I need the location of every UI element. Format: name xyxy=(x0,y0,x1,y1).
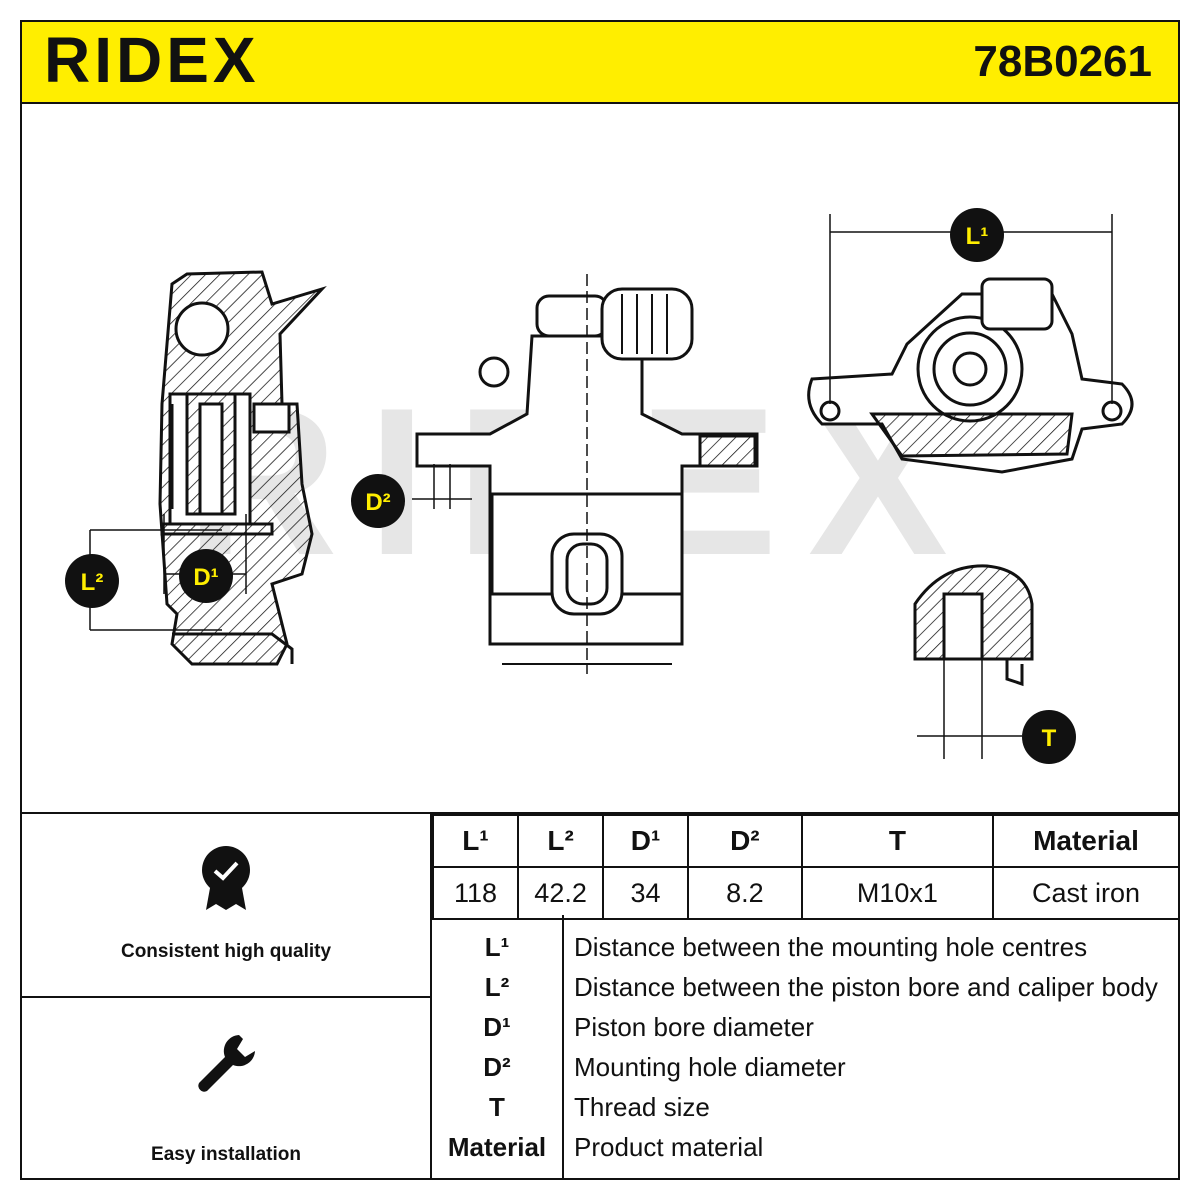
spec-value-cell: Cast iron xyxy=(992,866,1178,920)
legend-desc: Product material xyxy=(574,1132,764,1162)
spec-header-row: L¹ L² D¹ D² T Material xyxy=(432,814,1178,868)
d2-callout-label: D² xyxy=(365,489,390,516)
legend: L¹ Distance between the mounting hole ce… xyxy=(432,915,1178,1178)
l1-callout xyxy=(950,208,1004,262)
spec-value-cell: 8.2 xyxy=(686,866,803,920)
product-sheet: RIDEX 78B0261 RIDEX L² xyxy=(20,20,1180,1180)
front-view xyxy=(415,274,759,674)
spec-table: L¹ L² D¹ D² T Material 118 42.2 34 8.2 M… xyxy=(432,814,1178,920)
wrench-icon xyxy=(198,1035,255,1092)
spec-header-cell: Material xyxy=(992,814,1178,868)
spec-header-cell: L¹ xyxy=(432,814,519,868)
spec-value-cell: M10x1 xyxy=(800,866,995,920)
spec-header-cell: D¹ xyxy=(602,814,689,868)
l1-callout-label: L¹ xyxy=(966,223,989,250)
spec-header-cell: T xyxy=(800,814,995,868)
t-callout xyxy=(1022,710,1076,764)
legend-desc: Mounting hole diameter xyxy=(574,1052,846,1082)
l2-callout-label: L² xyxy=(81,569,104,596)
feature-quality: Consistent high quality xyxy=(22,844,430,963)
legend-row: Material Product material xyxy=(432,1127,1178,1167)
legend-key: T xyxy=(489,1092,505,1122)
legend-key: L¹ xyxy=(484,932,510,962)
spec-header-cell: L² xyxy=(516,814,605,868)
legend-key: D² xyxy=(483,1052,511,1082)
feature-installation: Easy installation xyxy=(22,1029,430,1166)
d2-dimension xyxy=(412,464,472,509)
spec-value-cell: 118 xyxy=(432,866,519,920)
thread-detail xyxy=(913,564,1034,759)
legend-key: L² xyxy=(484,972,510,1002)
legend-desc: Thread size xyxy=(574,1092,710,1122)
brand-logo: RIDEX xyxy=(44,24,260,96)
legend-desc: Distance between the piston bore and cal… xyxy=(574,972,1158,1002)
spec-header-cell: D² xyxy=(686,814,803,868)
legend-key: Material xyxy=(447,1132,547,1162)
t-callout-label: T xyxy=(1042,725,1057,752)
d1-callout-label: D¹ xyxy=(193,564,218,591)
legend-desc: Distance between the mounting hole centr… xyxy=(574,932,1088,962)
d1-callout xyxy=(179,549,233,603)
feature-divider xyxy=(22,996,430,998)
technical-drawing: RIDEX L² D¹ xyxy=(65,208,1134,764)
spec-value-cell: 42.2 xyxy=(516,866,605,920)
section-divider xyxy=(22,812,1178,814)
legend-row: T Thread size xyxy=(432,1087,1178,1127)
section-view xyxy=(158,270,327,666)
legend-row: D¹ Piston bore diameter xyxy=(432,1007,1178,1047)
legend-divider xyxy=(562,915,564,1178)
feature-quality-label: Consistent high quality xyxy=(120,941,332,962)
legend-desc: Piston bore diameter xyxy=(574,1012,814,1042)
spec-value-cell: 34 xyxy=(602,866,689,920)
legend-row: L² Distance between the piston bore and … xyxy=(432,967,1178,1007)
features-panel: Consistent high quality Easy installatio… xyxy=(22,814,432,1178)
part-number: 78B0261 xyxy=(973,37,1152,86)
legend-row: L¹ Distance between the mounting hole ce… xyxy=(432,927,1178,967)
legend-row: D² Mounting hole diameter xyxy=(432,1047,1178,1087)
top-view xyxy=(807,277,1134,474)
feature-installation-label: Easy installation xyxy=(151,1144,301,1165)
legend-key: D¹ xyxy=(483,1012,511,1042)
l2-callout xyxy=(65,554,119,608)
header-bar: RIDEX 78B0261 xyxy=(22,22,1178,104)
quality-badge-icon xyxy=(202,846,250,910)
spec-value-row: 118 42.2 34 8.2 M10x1 Cast iron xyxy=(432,866,1178,920)
d2-callout xyxy=(351,474,405,528)
